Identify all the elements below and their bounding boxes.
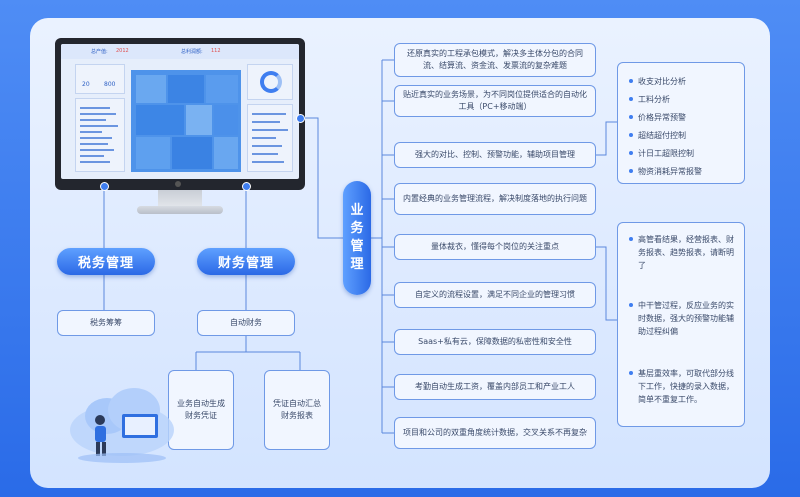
monitor-neck bbox=[158, 190, 202, 208]
connector-dot bbox=[242, 182, 251, 191]
auto-report-box: 凭证自动汇总财务报表 bbox=[264, 370, 330, 450]
business-title-char: 管 bbox=[350, 239, 364, 254]
side-list-panel bbox=[247, 104, 293, 172]
role-item: 基层重效率，可取代部分线下工作，快捷的录入数据，简单不重复工作。 bbox=[629, 367, 738, 406]
control-item: 物资消耗异常报警 bbox=[629, 167, 702, 176]
donut-panel bbox=[247, 64, 293, 100]
business-item-4: 内置经典的业务管理流程，解决制度落地的执行问题 bbox=[394, 183, 596, 215]
dashboard-monitor: 总产值: 2012 总利润额: 112 20 800 bbox=[55, 38, 305, 190]
role-item: 高管看结果，经营报表、财务报表、趋势报表，请断明了 bbox=[629, 233, 738, 272]
business-management-pill: 业 务 管 理 bbox=[343, 181, 371, 295]
screen-value-profit: 112 bbox=[211, 48, 221, 54]
roles-box: 高管看结果，经营报表、财务报表、趋势报表，请断明了 中干管过程，反应业务的实时数… bbox=[617, 222, 745, 427]
business-item-9: 项目和公司的双重角度统计数据，交叉关系不再复杂 bbox=[394, 417, 596, 449]
kpi-value-2: 800 bbox=[104, 81, 116, 88]
control-item: 计日工超限控制 bbox=[629, 149, 694, 158]
business-item-6: 自定义的流程设置，满足不同企业的管理习惯 bbox=[394, 282, 596, 308]
tax-management-pill: 税务管理 bbox=[57, 248, 155, 275]
business-item-7: Saas+私有云，保障数据的私密性和安全性 bbox=[394, 329, 596, 355]
controls-box: 收支对比分析 工料分析 价格异常预警 超结超付控制 计日工超限控制 物资消耗异常… bbox=[617, 62, 745, 184]
control-item: 收支对比分析 bbox=[629, 77, 686, 86]
business-item-2: 贴近真实的业务场景，为不同岗位提供适合的自动化工具（PC+移动端） bbox=[394, 85, 596, 117]
connector-dot bbox=[296, 114, 305, 123]
business-item-8: 考勤自动生成工资，覆盖内部员工和产业工人 bbox=[394, 374, 596, 400]
connector-dot bbox=[100, 182, 109, 191]
business-item-3: 强大的对比、控制、预警功能，辅助项目管理 bbox=[394, 142, 596, 168]
donut-chart bbox=[260, 71, 282, 93]
dashboard-screen: 总产值: 2012 总利润额: 112 20 800 bbox=[61, 44, 299, 179]
control-item: 超结超付控制 bbox=[629, 131, 686, 140]
screen-value-output: 2012 bbox=[116, 48, 129, 54]
kpi-value-1: 20 bbox=[82, 81, 90, 88]
bar-list-panel bbox=[75, 98, 125, 172]
finance-management-pill: 财务管理 bbox=[197, 248, 295, 275]
monitor-base bbox=[137, 206, 223, 214]
auto-voucher-box: 业务自动生成财务凭证 bbox=[168, 370, 234, 450]
control-item: 价格异常预警 bbox=[629, 113, 686, 122]
tax-planning-box: 税务筹筹 bbox=[57, 310, 155, 336]
business-title-char: 业 bbox=[350, 203, 364, 218]
role-item: 中干管过程，反应业务的实时数据，强大的预警功能辅助过程纠偏 bbox=[629, 299, 738, 338]
cloud-illustration bbox=[62, 370, 182, 465]
business-title-char: 理 bbox=[350, 257, 364, 272]
heatmap-panel bbox=[131, 70, 241, 172]
screen-header: 总产值: 2012 总利润额: 112 bbox=[61, 44, 299, 59]
auto-finance-box: 自动财务 bbox=[197, 310, 295, 336]
monitor-logo bbox=[175, 181, 181, 187]
kpi-panel: 20 800 bbox=[75, 64, 125, 94]
screen-label-profit: 总利润额: bbox=[181, 49, 203, 55]
business-item-5: 量体裁衣，懂得每个岗位的关注重点 bbox=[394, 234, 596, 260]
business-item-1: 还原真实的工程承包模式，解决多主体分包的合同流、结算流、资金流、发票流的复杂难题 bbox=[394, 43, 596, 77]
screen-label-output: 总产值: bbox=[91, 49, 108, 55]
control-item: 工料分析 bbox=[629, 95, 670, 104]
business-title-char: 务 bbox=[350, 221, 364, 236]
